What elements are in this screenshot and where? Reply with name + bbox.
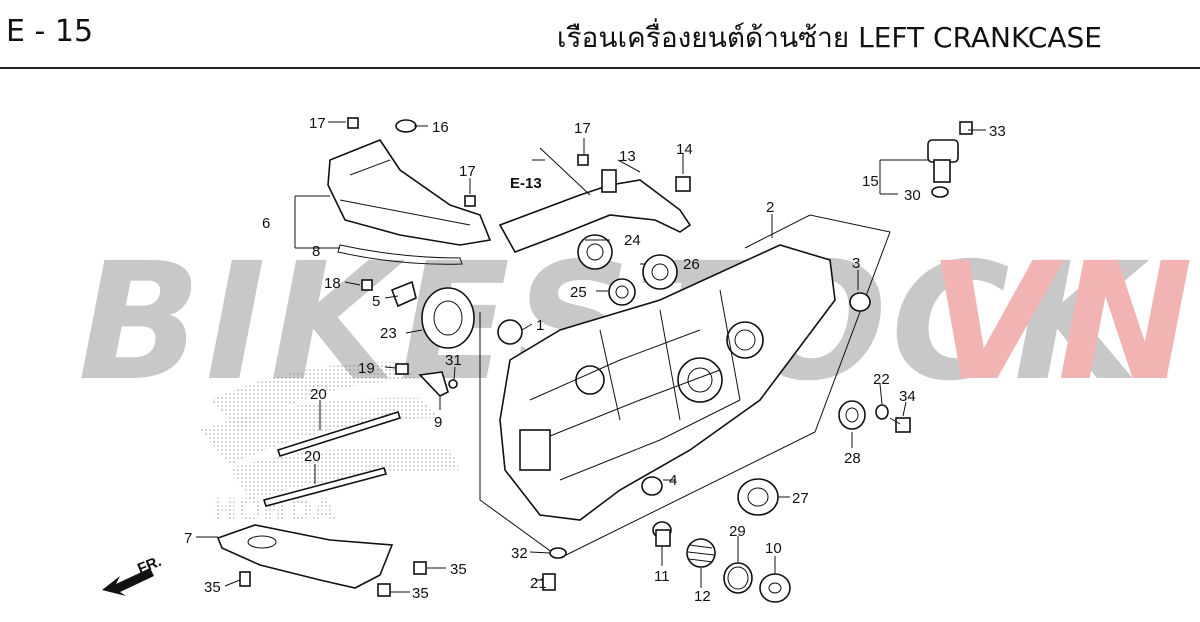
callout-35: 35: [412, 585, 429, 602]
bolt-35-b: [413, 561, 427, 575]
callout-12: 12: [694, 588, 711, 605]
washer-32: [549, 547, 567, 559]
callout-9: 9: [434, 414, 442, 431]
bolt-34: [889, 417, 911, 433]
left-crankcase: [499, 244, 836, 521]
bolt-18: [361, 279, 373, 291]
spring-12: [686, 538, 716, 568]
bearing-26: [642, 254, 678, 290]
callout-32: 32: [511, 545, 528, 562]
bearing-24: [577, 234, 613, 270]
stud-bolts: [262, 410, 402, 507]
page-code: E - 15: [6, 14, 94, 49]
o-ring-29: [723, 562, 753, 594]
bracket-5: [390, 280, 417, 308]
skid-plate: [216, 524, 394, 589]
callout-35: 35: [450, 561, 467, 578]
callout-20: 20: [304, 448, 321, 465]
bolt-19: [395, 363, 409, 375]
callout-7: 7: [184, 530, 192, 547]
washer-16: [395, 119, 417, 133]
plug-11: [652, 521, 672, 547]
callout-33: 33: [989, 123, 1006, 140]
leader-lines: [196, 121, 986, 593]
washer-31: [448, 379, 458, 389]
dowel-3: [849, 292, 871, 312]
callout-27: 27: [792, 490, 809, 507]
cover-part: [327, 139, 492, 265]
callout-19: 19: [358, 360, 375, 377]
bolt-21: [542, 573, 556, 591]
callout-16: 16: [432, 119, 449, 136]
callout-21: 21: [530, 575, 547, 592]
header-divider: [0, 67, 1200, 69]
reference-label: E-13: [510, 175, 542, 192]
callout-8: 8: [312, 243, 320, 260]
callout-17: 17: [459, 163, 476, 180]
callout-17: 17: [574, 120, 591, 137]
callout-25: 25: [570, 284, 587, 301]
dowel-4: [641, 476, 663, 496]
callout-23: 23: [380, 325, 397, 342]
callout-10: 10: [765, 540, 782, 557]
callout-20: 20: [310, 386, 327, 403]
callout-35: 35: [204, 579, 221, 596]
callout-30: 30: [904, 187, 921, 204]
bolt-17-b: [464, 195, 476, 207]
bearing-25: [608, 278, 636, 306]
page-title: เรือนเครื่องยนต์ด้านซ้าย LEFT CRANKCASE: [556, 21, 1102, 54]
callout-4: 4: [669, 472, 677, 489]
bracket-part: [498, 169, 692, 253]
nut-14: [675, 176, 691, 192]
seal-23: [421, 287, 475, 349]
front-direction-arrow-icon: FR.: [102, 553, 164, 596]
callout-2: 2: [766, 199, 774, 216]
callout-29: 29: [729, 523, 746, 540]
watermark-accent-text: VN: [928, 229, 1197, 417]
assembly-boundary: [479, 214, 891, 559]
clamp-9: [418, 371, 449, 397]
callout-6: 6: [262, 215, 270, 232]
callout-15: 15: [862, 173, 879, 190]
callout-22: 22: [873, 371, 890, 388]
bolt-17-c: [577, 154, 589, 166]
callout-34: 34: [899, 388, 916, 405]
callout-5: 5: [372, 293, 380, 310]
callout-13: 13: [619, 148, 636, 165]
callout-26: 26: [683, 256, 700, 273]
bolt-17-a: [347, 117, 359, 129]
callout-11: 11: [654, 568, 670, 585]
callout-1: 1: [536, 317, 544, 334]
dowel-1: [497, 319, 523, 345]
callout-17: 17: [309, 115, 326, 132]
cap-10: [759, 573, 791, 603]
page-header: E - 15 เรือนเครื่องยนต์ด้านซ้าย LEFT CRA…: [0, 0, 1200, 69]
callout-18: 18: [324, 275, 341, 292]
callout-14: 14: [676, 141, 693, 158]
seal-27: [737, 478, 779, 516]
callout-31: 31: [445, 352, 462, 369]
bolt-35-c: [377, 583, 391, 597]
callout-28: 28: [844, 450, 861, 467]
callout-3: 3: [852, 255, 860, 272]
bolt-35-a: [239, 571, 251, 587]
front-direction-label: FR.: [135, 553, 164, 578]
callout-24: 24: [624, 232, 641, 249]
washer-22: [875, 404, 889, 420]
bolt-33: [959, 121, 973, 135]
sensor-part: [927, 139, 959, 198]
seal-28: [838, 400, 866, 430]
